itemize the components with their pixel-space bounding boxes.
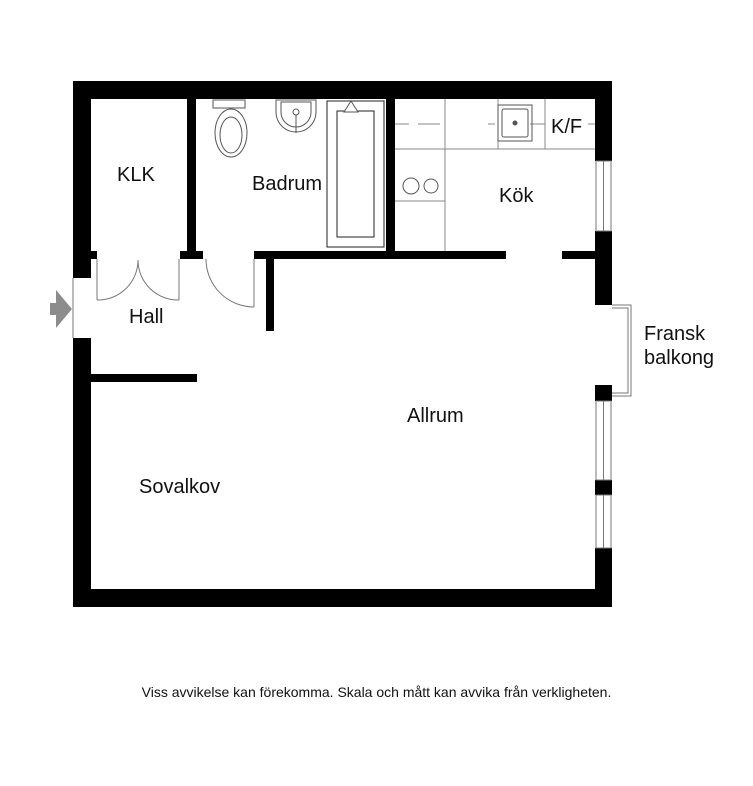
room-label-badrum: Badrum: [252, 173, 323, 195]
fixture-label-fridge-freezer: K/F: [550, 116, 584, 139]
interior-walls: [91, 99, 595, 382]
kitchen-sink-icon: [497, 104, 533, 142]
entrance-arrow-icon: [50, 290, 72, 328]
room-label-hall: Hall: [129, 306, 164, 328]
room-label-kok: Kök: [499, 185, 534, 207]
bathtub-icon: [326, 100, 385, 248]
doors: [72, 258, 255, 338]
french-balcony: [612, 304, 632, 397]
disclaimer-text: Viss avvikelse kan förekomma. Skala och …: [141, 684, 612, 700]
room-label-allrum: Allrum: [407, 405, 464, 427]
room-label-klk: KLK: [117, 164, 155, 186]
room-label-sovalkov: Sovalkov: [139, 476, 221, 498]
balcony-label: Fransk balkong: [644, 322, 714, 370]
stove-icon: [402, 177, 439, 195]
balcony-label-line2: balkong: [644, 347, 715, 369]
balcony-label-line1: Fransk: [644, 323, 706, 345]
windows: [595, 160, 612, 549]
sink-icon: [275, 99, 317, 133]
outer-walls: [73, 81, 612, 607]
toilet-icon: [212, 99, 248, 158]
